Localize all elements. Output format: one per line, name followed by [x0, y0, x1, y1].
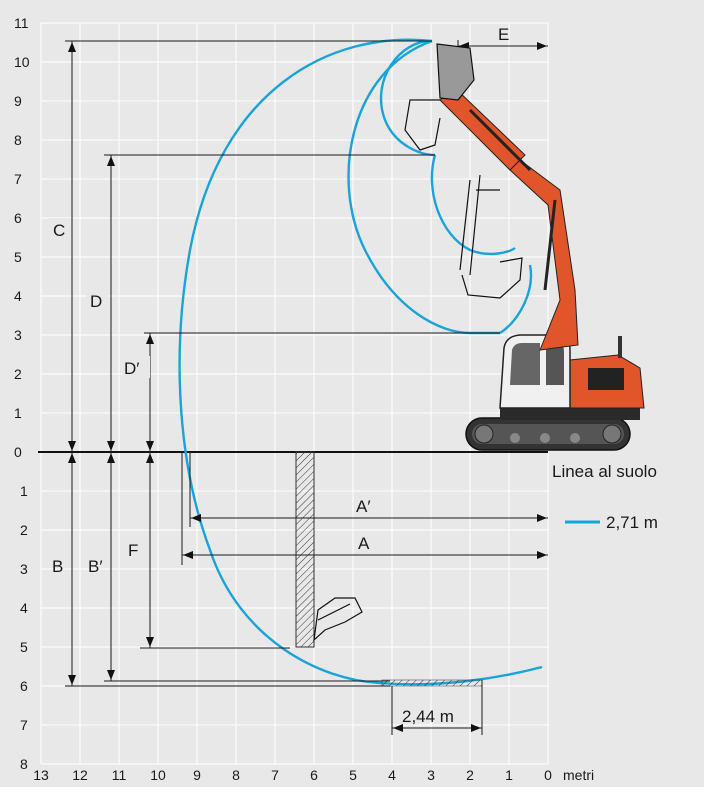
excavator-body [499, 334, 645, 420]
y-tick-label: 1 [14, 405, 22, 421]
dim-label-D: D [90, 292, 102, 311]
y-tick-label: 2 [14, 366, 22, 382]
dim-label-B-prime: B′ [88, 557, 103, 576]
x-tick-label: 5 [349, 767, 357, 783]
y-tick-label: 6 [14, 210, 22, 226]
x-tick-label: 4 [388, 767, 396, 783]
y-tick-label: 4 [14, 288, 22, 304]
excavator-ghost-positions [404, 99, 523, 299]
excavator-boom [439, 87, 579, 351]
y-tick-label: 4 [20, 600, 28, 616]
trench-width-label: 2,44 m [402, 707, 454, 726]
x-tick-label: 7 [271, 767, 279, 783]
y-tick-label: 6 [20, 678, 28, 694]
dim-label-A-prime: A′ [356, 497, 371, 516]
y-tick-label: 8 [14, 132, 22, 148]
excavator-tracks [465, 417, 631, 451]
dim-label-D-prime: D′ [124, 359, 139, 378]
x-tick-label: 13 [33, 767, 49, 783]
inner-loop-curve [430, 154, 516, 256]
x-tick-label: 2 [466, 767, 474, 783]
y-tick-label: 2 [20, 522, 28, 538]
dim-label-B: B [52, 557, 63, 576]
y-tick-label: 5 [14, 249, 22, 265]
y-tick-label: 8 [20, 756, 28, 772]
dig-depth-curve [499, 264, 533, 335]
excavator-bucket-top [436, 43, 475, 101]
y-tick-label: 3 [14, 327, 22, 343]
dim-label-E: E [498, 25, 509, 44]
excavator-bucket-trench [313, 597, 363, 642]
x-tick-label: 1 [505, 767, 513, 783]
y-tick-label: 5 [20, 639, 28, 655]
x-axis-unit: metri [563, 767, 594, 783]
dim-label-A: A [358, 534, 370, 553]
dim-label-F: F [128, 541, 138, 560]
legend-label: 2,71 m [606, 513, 658, 532]
y-tick-label: 9 [14, 93, 22, 109]
x-tick-label: 6 [310, 767, 318, 783]
y-tick-label: 11 [14, 15, 29, 31]
x-tick-label: 0 [544, 767, 552, 783]
y-tick-label: 7 [20, 717, 28, 733]
x-tick-label: 11 [112, 767, 127, 783]
y-tick-label: 7 [14, 171, 22, 187]
x-tick-label: 10 [150, 767, 166, 783]
y-tick-label: 0 [14, 444, 22, 460]
x-tick-label: 12 [72, 767, 88, 783]
dimension-lines [65, 40, 548, 735]
excavator [313, 43, 645, 642]
middle-loop-curve [347, 39, 500, 335]
upper-loop-curve [379, 39, 436, 157]
y-tick-label: 1 [20, 483, 28, 499]
x-tick-label: 3 [427, 767, 435, 783]
y-tick-label: 10 [14, 54, 30, 70]
y-tick-label: 3 [20, 561, 28, 577]
ground-line-label: Linea al suolo [552, 462, 657, 481]
grid [40, 22, 549, 765]
x-tick-label: 9 [193, 767, 201, 783]
x-tick-label: 8 [232, 767, 240, 783]
dim-label-C: C [53, 221, 65, 240]
